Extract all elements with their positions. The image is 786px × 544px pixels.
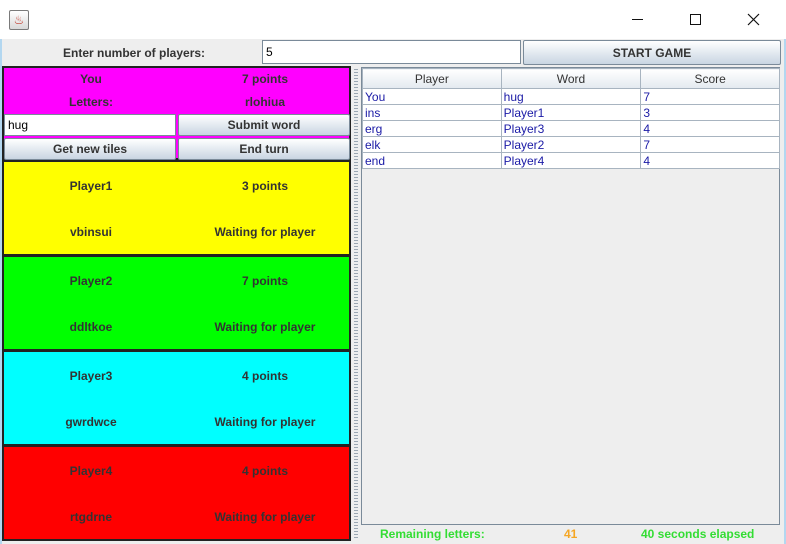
close-icon [747,13,759,26]
letters-label: Letters: [68,95,113,109]
table-cell: ins [362,104,502,121]
players-count-label: Enter number of players: [63,46,206,60]
player1-points: 3 points [241,179,288,193]
table-cell: Player2 [500,136,642,153]
player4-name: Player4 [69,464,113,478]
player2-points: 7 points [241,274,288,288]
players-count-input[interactable]: 5 [262,40,521,64]
table-row[interactable]: erg Player3 4 [362,120,780,137]
column-header-score[interactable]: Score [640,68,780,89]
title-bar [0,0,786,39]
maximize-icon [689,14,701,25]
player2-letters: ddltkoe [69,320,113,334]
java-app-icon[interactable]: ♨ [9,10,29,30]
words-table-scrollpane: Player Word Score You hug 7 ins Player1 … [361,67,780,525]
words-table: Player Word Score You hug 7 ins Player1 … [362,68,780,169]
player4-panel: Player4 4 points rtgdrne Waiting for pla… [2,445,351,541]
player1-letters: vbinsui [69,225,112,239]
column-header-player[interactable]: Player [362,68,502,89]
minimize-icon [631,19,643,20]
table-cell: 4 [640,152,780,169]
you-letters: rlohiua [244,95,285,109]
you-points: 7 points [241,72,288,86]
table-cell: 7 [640,136,780,153]
table-row[interactable]: ins Player1 3 [362,104,780,121]
player2-status: Waiting for player [214,320,316,334]
player2-name: Player2 [69,274,113,288]
player1-status: Waiting for player [214,225,316,239]
table-cell: hug [500,88,642,105]
word-input[interactable]: hug [4,114,176,136]
player3-points: 4 points [241,369,288,383]
table-row[interactable]: elk Player2 7 [362,136,780,153]
submit-word-button[interactable]: Submit word [178,114,350,136]
table-cell: 7 [640,88,780,105]
player1-name: Player1 [69,179,113,193]
remaining-letters-label: Remaining letters: [380,527,485,541]
get-new-tiles-button[interactable]: Get new tiles [4,138,176,160]
player4-points: 4 points [241,464,288,478]
table-row[interactable]: You hug 7 [362,88,780,105]
close-button[interactable] [724,0,782,39]
table-cell: end [362,152,502,169]
player2-panel: Player2 7 points ddltkoe Waiting for pla… [2,255,351,351]
you-name: You [80,72,102,86]
table-cell: 4 [640,120,780,137]
table-cell: 3 [640,104,780,121]
column-header-word[interactable]: Word [500,68,642,89]
elapsed-time: 40 seconds elapsed [641,527,755,541]
window-frame-right [784,39,786,544]
minimize-button[interactable] [608,0,666,39]
player4-letters: rtgdrne [70,510,112,524]
table-header-row: Player Word Score [362,68,780,89]
table-cell: Player3 [500,120,642,137]
remaining-letters-count: 41 [564,527,578,541]
end-turn-button[interactable]: End turn [178,138,350,160]
you-panel: You 7 points Letters: rlohiua hug Submit… [2,66,351,160]
split-pane-divider[interactable] [354,67,358,540]
window-frame-left [0,39,2,544]
player3-name: Player3 [69,369,113,383]
table-cell: Player4 [500,152,642,169]
player3-panel: Player3 4 points gwrdwce Waiting for pla… [2,350,351,446]
table-row[interactable]: end Player4 4 [362,152,780,169]
player3-letters: gwrdwce [65,415,117,429]
table-cell: You [362,88,502,105]
table-cell: elk [362,136,502,153]
player4-status: Waiting for player [214,510,316,524]
table-cell: Player1 [500,104,642,121]
player3-status: Waiting for player [214,415,316,429]
start-game-button[interactable]: START GAME [523,40,781,65]
player1-panel: Player1 3 points vbinsui Waiting for pla… [2,160,351,256]
table-cell: erg [362,120,502,137]
maximize-button[interactable] [666,0,724,39]
